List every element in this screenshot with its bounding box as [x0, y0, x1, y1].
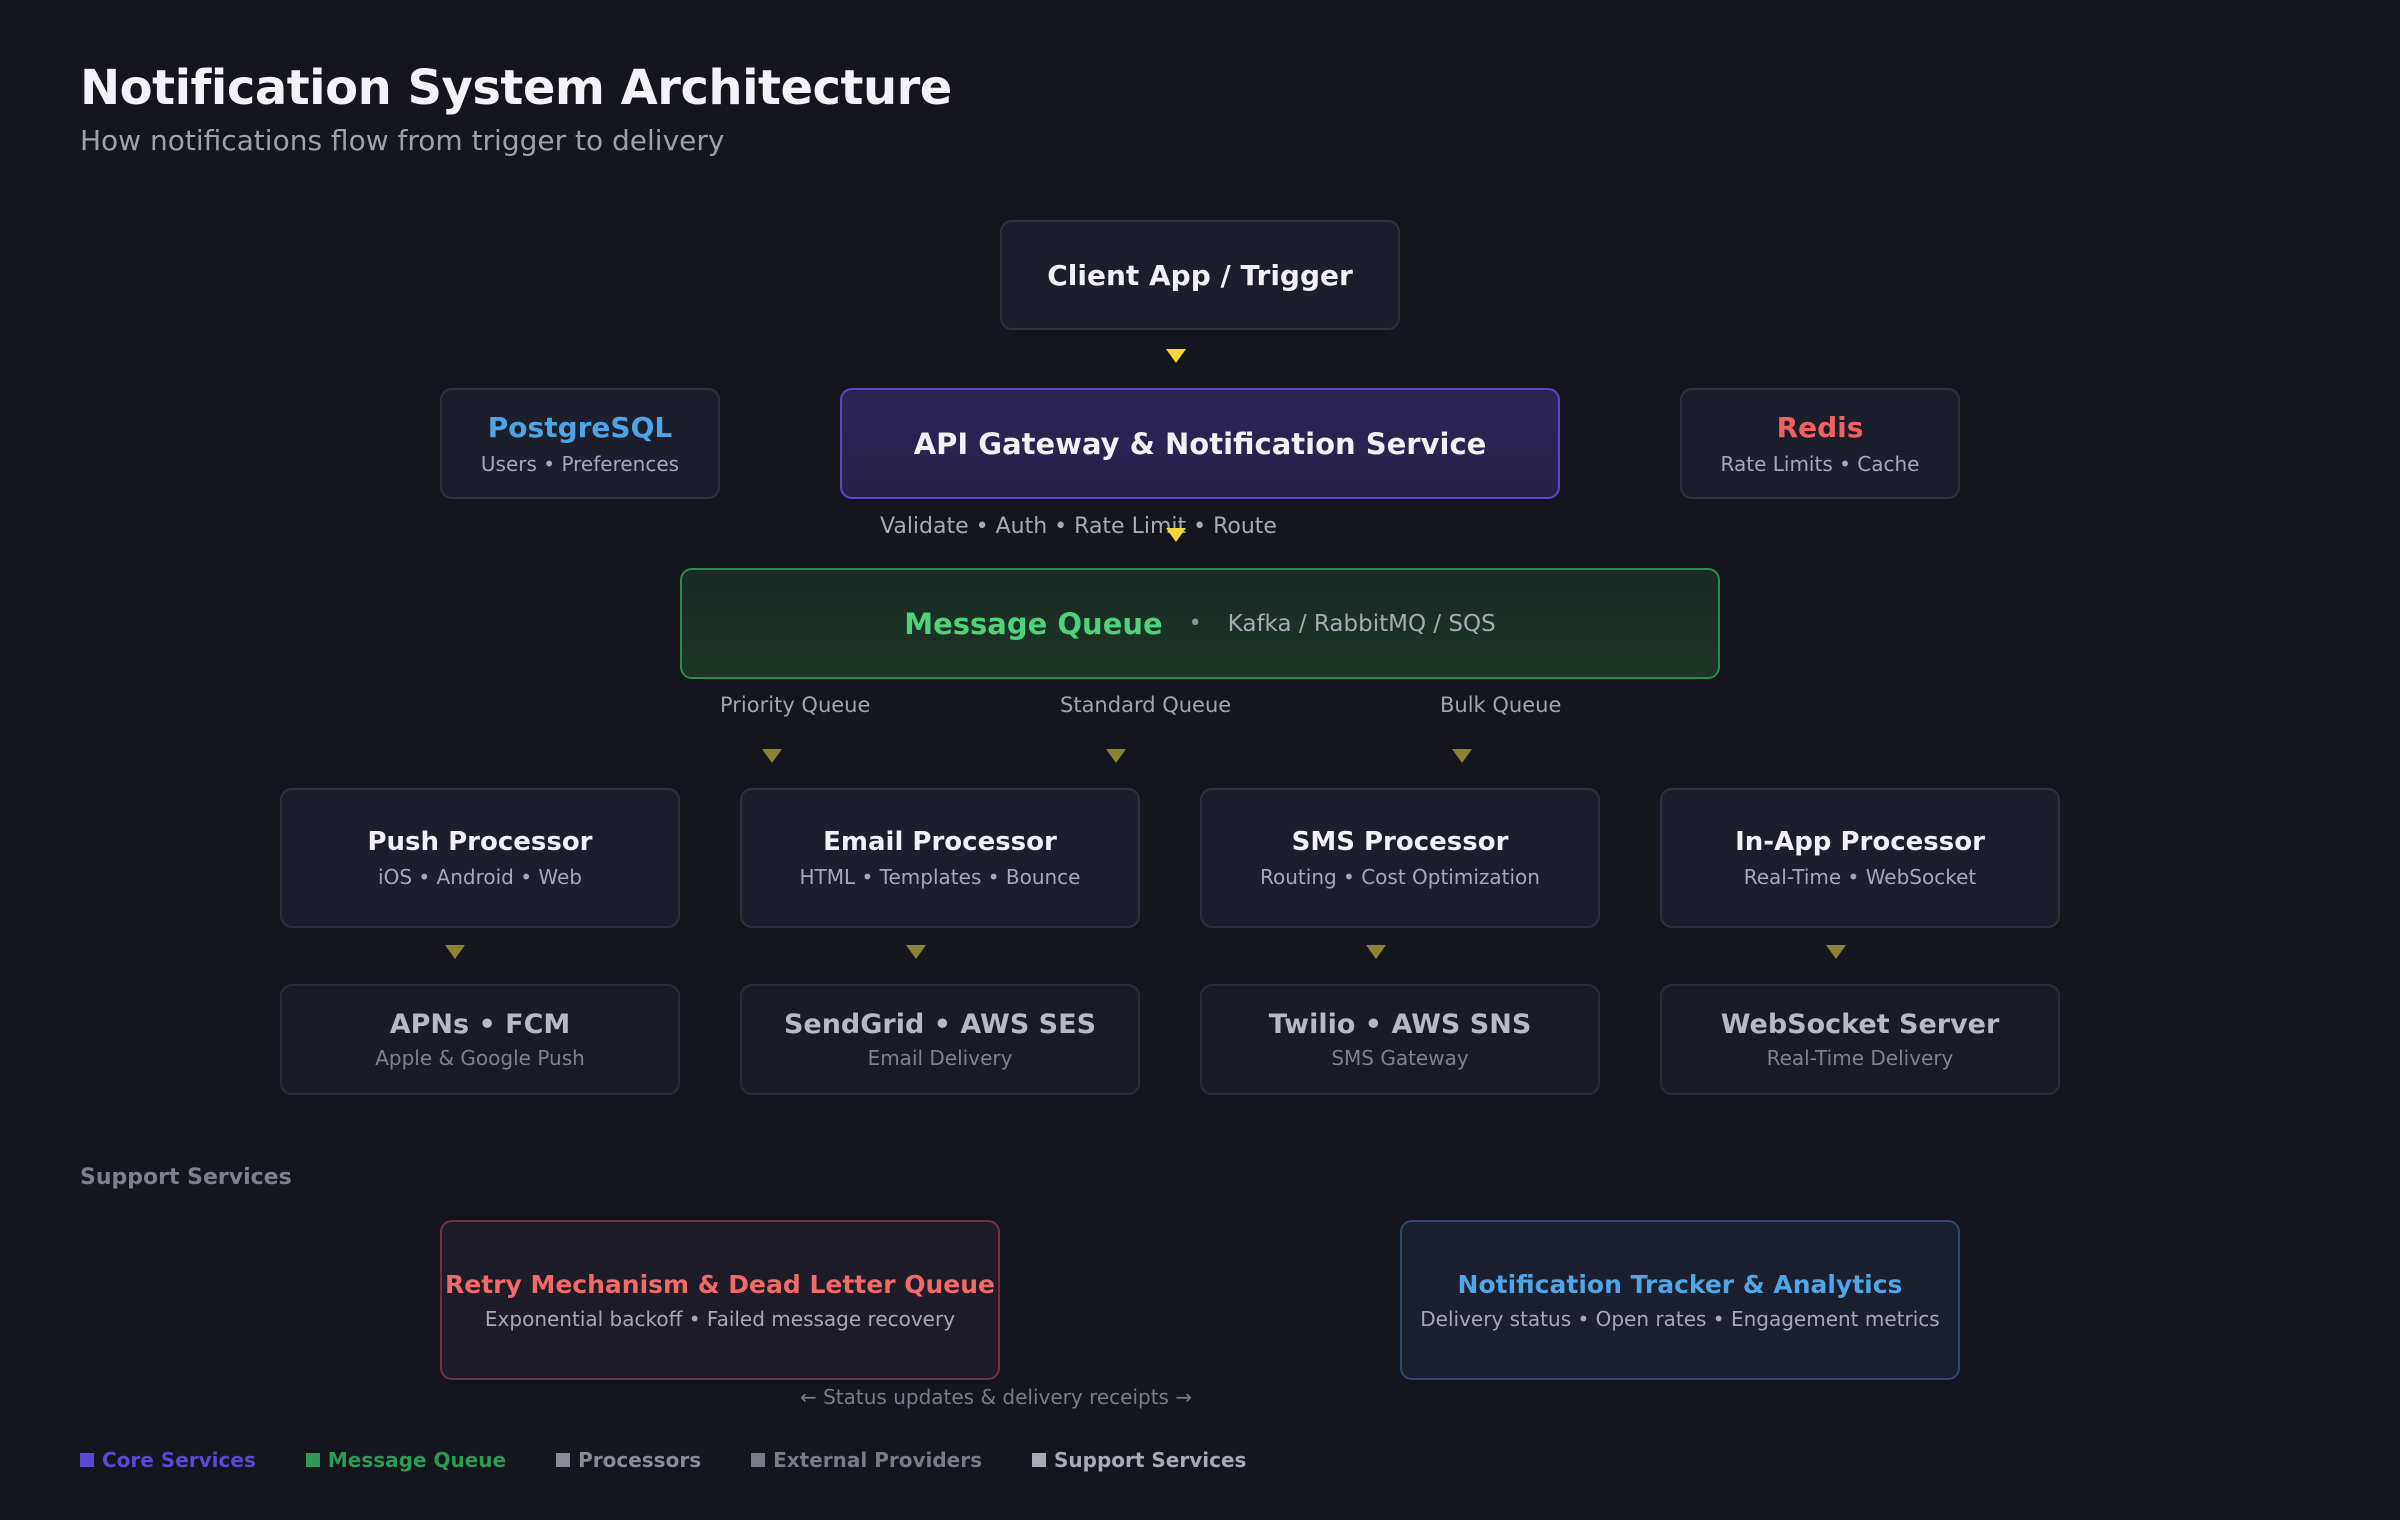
arrow-client-to-gateway — [1166, 349, 1186, 363]
retry-dlq-sub: Exponential backoff • Failed message rec… — [484, 1306, 956, 1331]
retry-dlq-node: Retry Mechanism & Dead Letter Queue Expo… — [440, 1220, 1000, 1380]
legend-swatch-external-providers — [751, 1453, 766, 1467]
legend-item-message-queue: Message Queue — [305, 1448, 507, 1472]
apns-fcm-provider-node: APNs • FCM Apple & Google Push — [280, 984, 680, 1095]
gateway-caption: Validate • Auth • Rate Limit • Route — [880, 514, 1277, 539]
queue-lane-priority: Priority Queue — [720, 693, 871, 717]
arrow-push-to-provider — [445, 945, 465, 959]
page-subtitle: How notifications flow from trigger to d… — [80, 124, 725, 157]
redis-label: Redis — [1776, 411, 1864, 444]
arrow-sms-to-provider — [1366, 945, 1386, 959]
arrow-queue-to-push — [762, 749, 782, 763]
sms-processor-sub: Routing • Cost Optimization — [1260, 865, 1540, 889]
sendgrid-ses-provider-node: SendGrid • AWS SES Email Delivery — [740, 984, 1140, 1095]
api-gateway-node: API Gateway & Notification Service — [840, 388, 1560, 499]
legend-label-core-services: Core Services — [102, 1448, 256, 1472]
tracker-analytics-sub: Delivery status • Open rates • Engagemen… — [1420, 1306, 1940, 1331]
support-services-heading: Support Services — [80, 1165, 292, 1190]
arrow-queue-to-sms — [1452, 749, 1472, 763]
twilio-sns-sub: SMS Gateway — [1331, 1046, 1469, 1070]
legend-item-processors: Processors — [556, 1448, 701, 1472]
email-processor-sub: HTML • Templates • Bounce — [799, 865, 1081, 889]
twilio-sns-label: Twilio • AWS SNS — [1268, 1009, 1532, 1040]
tracker-analytics-label: Notification Tracker & Analytics — [1457, 1269, 1903, 1299]
push-processor-node: Push Processor iOS • Android • Web — [280, 788, 680, 928]
legend-item-core-services: Core Services — [80, 1448, 256, 1472]
retry-dlq-label: Retry Mechanism & Dead Letter Queue — [444, 1269, 996, 1299]
legend-label-external-providers: External Providers — [773, 1448, 982, 1472]
apns-fcm-label: APNs • FCM — [389, 1009, 571, 1040]
message-queue-tech: Kafka / RabbitMQ / SQS — [1227, 610, 1496, 637]
legend-swatch-core-services — [80, 1453, 94, 1467]
legend-swatch-message-queue — [305, 1453, 320, 1467]
postgresql-node: PostgreSQL Users • Preferences — [440, 388, 720, 499]
queue-lane-bulk: Bulk Queue — [1440, 693, 1562, 717]
inapp-processor-sub: Real-Time • WebSocket — [1743, 865, 1977, 889]
tracker-analytics-node: Notification Tracker & Analytics Deliver… — [1400, 1220, 1960, 1380]
arrow-email-to-provider — [906, 945, 926, 959]
legend-label-processors: Processors — [578, 1448, 702, 1472]
legend-swatch-support-services — [1032, 1453, 1046, 1467]
inapp-processor-node: In-App Processor Real-Time • WebSocket — [1660, 788, 2060, 928]
websocket-server-sub: Real-Time Delivery — [1766, 1046, 1954, 1070]
redis-sub: Rate Limits • Cache — [1720, 452, 1920, 476]
websocket-server-label: WebSocket Server — [1720, 1009, 2000, 1040]
arrow-queue-to-email — [1106, 749, 1126, 763]
inapp-processor-label: In-App Processor — [1735, 827, 1985, 857]
status-updates-caption: ← Status updates & delivery receipts → — [800, 1385, 1193, 1409]
message-queue-separator: • — [1188, 611, 1202, 636]
arrow-inapp-to-provider — [1826, 945, 1846, 959]
sendgrid-ses-sub: Email Delivery — [867, 1046, 1013, 1070]
page-title: Notification System Architecture — [80, 60, 952, 116]
api-gateway-label: API Gateway & Notification Service — [913, 426, 1487, 461]
postgresql-sub: Users • Preferences — [480, 452, 680, 476]
sendgrid-ses-label: SendGrid • AWS SES — [783, 1009, 1097, 1040]
message-queue-label: Message Queue — [904, 606, 1163, 641]
legend-swatch-processors — [556, 1453, 571, 1467]
websocket-server-provider-node: WebSocket Server Real-Time Delivery — [1660, 984, 2060, 1095]
legend-item-support-services: Support Services — [1032, 1448, 1246, 1472]
arrow-gateway-to-queue — [1166, 528, 1186, 542]
email-processor-label: Email Processor — [823, 827, 1057, 857]
postgresql-label: PostgreSQL — [487, 411, 673, 444]
sms-processor-node: SMS Processor Routing • Cost Optimizatio… — [1200, 788, 1600, 928]
client-trigger-node: Client App / Trigger — [1000, 220, 1400, 330]
queue-lane-standard: Standard Queue — [1060, 693, 1232, 717]
redis-node: Redis Rate Limits • Cache — [1680, 388, 1960, 499]
legend: Core Services Message Queue Processors E… — [80, 1448, 1246, 1472]
client-trigger-label: Client App / Trigger — [1047, 258, 1353, 292]
email-processor-node: Email Processor HTML • Templates • Bounc… — [740, 788, 1140, 928]
legend-label-message-queue: Message Queue — [327, 1448, 507, 1472]
legend-label-support-services: Support Services — [1054, 1448, 1247, 1472]
push-processor-sub: iOS • Android • Web — [378, 865, 582, 889]
apns-fcm-sub: Apple & Google Push — [375, 1046, 585, 1070]
sms-processor-label: SMS Processor — [1291, 827, 1509, 857]
message-queue-node: Message Queue • Kafka / RabbitMQ / SQS — [680, 568, 1720, 679]
legend-item-external-providers: External Providers — [751, 1448, 982, 1472]
twilio-sns-provider-node: Twilio • AWS SNS SMS Gateway — [1200, 984, 1600, 1095]
push-processor-label: Push Processor — [367, 827, 593, 857]
